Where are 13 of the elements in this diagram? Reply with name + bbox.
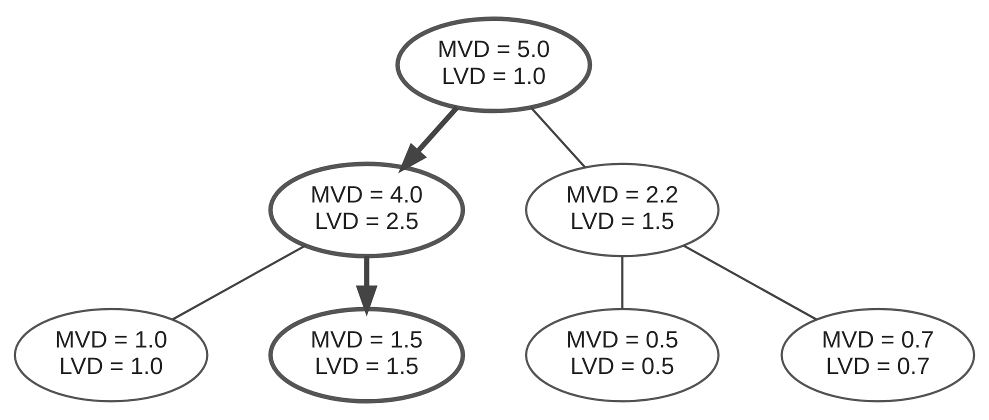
node-ellipse: MVD = 4.0 LVD = 2.5 <box>268 162 466 258</box>
node-ellipse: MVD = 0.5 LVD = 0.5 <box>524 308 720 402</box>
node-ellipse: MVD = 5.0 LVD = 1.0 <box>395 16 592 114</box>
node-ellipse: MVD = 1.0 LVD = 1.0 <box>14 308 208 402</box>
connector <box>682 244 818 321</box>
node-ellipse: MVD = 1.5 LVD = 1.5 <box>268 306 466 404</box>
arrow <box>356 256 378 317</box>
connector <box>172 244 306 321</box>
node-ellipse: MVD = 2.2 LVD = 1.5 <box>524 162 720 258</box>
connector <box>621 256 624 309</box>
connector <box>530 106 586 168</box>
node-ellipse: MVD = 0.7 LVD = 0.7 <box>780 308 976 402</box>
arrow <box>398 106 459 174</box>
